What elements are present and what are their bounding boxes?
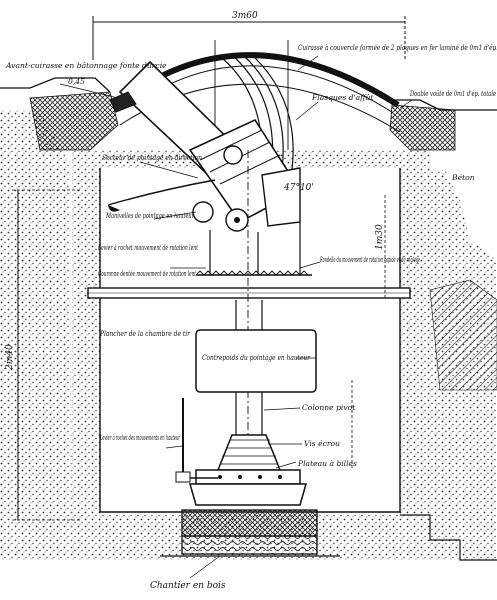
label-vis-ecrou: Vis écrou [304,439,340,448]
label-plateau: Plateau à billes [297,459,357,468]
wood-chantier [160,509,340,557]
label-contrepoids: Contrepoids du pointage en hauteur [202,353,310,362]
label-cuirasse: Cuirasse à couvercle formée de 2 plaques… [298,43,497,52]
leader-lines [59,55,413,579]
label-double-voute: Double voûte de 0m1 d'ép. totale [409,89,496,98]
right-masonry [389,104,456,151]
width-label: 3m60 [232,11,258,21]
label-avant-cuirasse: Avant-cuirasse en bâtonnage fonte durcie [5,61,167,70]
width-dimension: 3m60 [92,11,406,60]
label-colonne: Colonne pivot [302,403,356,412]
label-chantier: Chantier en bois [150,581,226,591]
base-assembly [175,398,307,506]
label-avant-cuirasse-value: 0,45 [68,77,85,86]
label-levier: Levier à rochet mouvement de rotation le… [97,243,198,252]
height-label: 2m40 [5,344,15,371]
label-beton: Béton [451,173,475,182]
label-couronne: Couronne dentée mouvement de rotation le… [98,269,197,278]
stepped-foundation [400,514,497,561]
label-rondelle: Rondelle du mouvement de rotation rapide… [320,255,421,264]
right-rock [429,279,497,391]
gun-assembly [107,53,312,276]
counterweight-box [195,329,317,393]
label-angle: 47°10' [283,183,314,193]
height-dimension: 2m40 [5,189,80,521]
label-levier-vertical: Levier à rochet des mouvements en hauteu… [100,433,181,442]
firing-floor [87,287,411,299]
left-masonry [29,91,119,151]
column-dimension: 1m30 [351,195,386,470]
label-flasques: Flasques d'affût [311,93,374,102]
column-height-label: 1m30 [375,224,385,250]
label-manivelle: Manivelles de pointage en hauteur [105,211,194,220]
left-earthwork [0,110,72,560]
chamber-wall-left [72,150,100,515]
label-secteur-pointage: Secteur de pointage en direction [102,153,202,162]
ground [0,77,497,111]
label-plancher: Plancher de la chambre de tir [99,329,190,338]
chamber-wall-right [400,150,430,515]
